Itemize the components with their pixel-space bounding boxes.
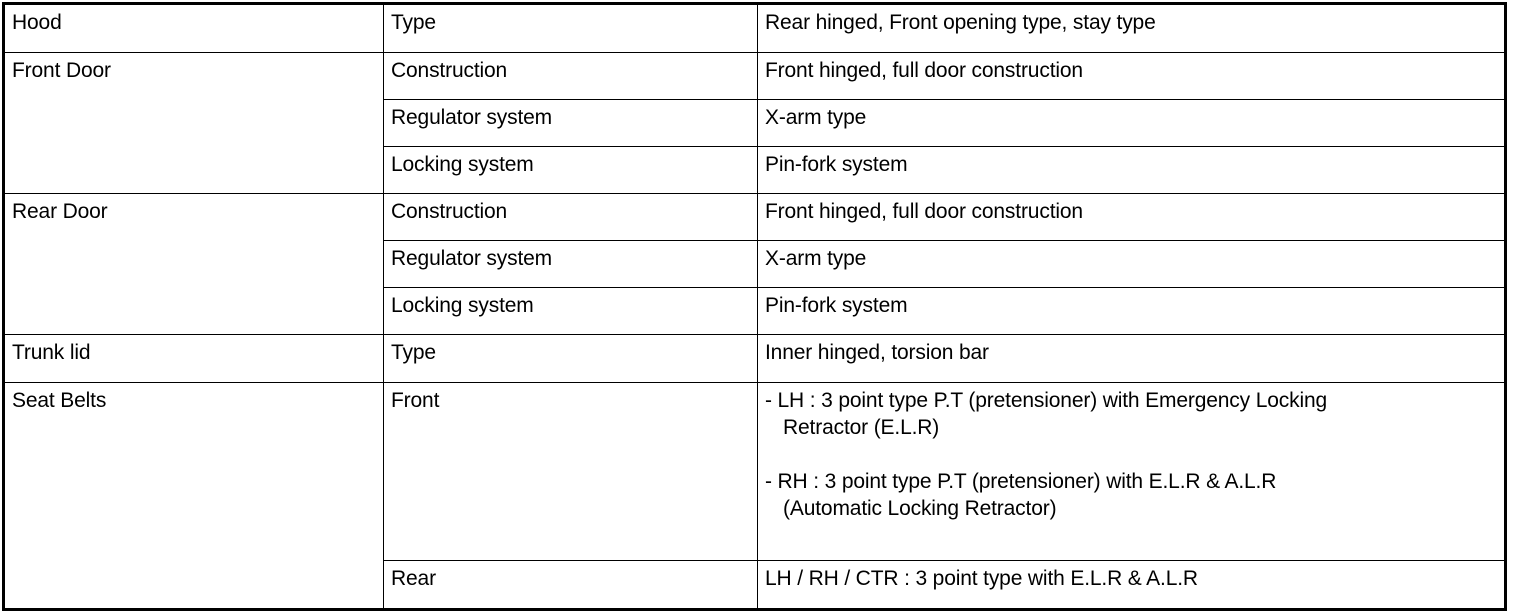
seat-belt-paragraph-spacer [765, 442, 1504, 468]
table-row: Seat Belts Front - LH : 3 point type P.T… [3, 382, 1506, 610]
group-cell-front-door: Front Door [3, 52, 384, 194]
item-cell-rear-door-construction: Construction [383, 193, 758, 241]
item-cell-seat-belts-front: Front [383, 382, 758, 561]
item-cell-front-door-construction: Construction [383, 52, 758, 100]
group-cell-hood: Hood [3, 3, 384, 53]
table-row: Rear Door Construction Front hinged, ful… [3, 193, 1506, 335]
seat-belt-front-details: - LH : 3 point type P.T (pretensioner) w… [765, 387, 1504, 522]
seat-belt-lh-line-1: - LH : 3 point type P.T (pretensioner) w… [765, 389, 1328, 412]
value-cell-rear-door-locking-system: Pin-fork system [757, 287, 1506, 335]
value-cell-front-door-locking-system: Pin-fork system [757, 146, 1506, 194]
value-cell-front-door-regulator-system: X-arm type [757, 99, 1506, 147]
seat-belt-lh-line-2: Retractor (E.L.R) [783, 416, 940, 440]
item-cell-trunk-lid-type: Type [383, 334, 758, 383]
item-cell-rear-door-locking-system: Locking system [383, 287, 758, 335]
table-row: Regulator system X-arm type [4, 240, 1506, 288]
group-cell-seat-belts: Seat Belts [3, 382, 384, 610]
table-row: Trunk lid Type Inner hinged, torsion bar [3, 334, 1506, 383]
table-row: Regulator system X-arm type [4, 99, 1506, 147]
table-row: Locking system Pin-fork system [4, 146, 1506, 194]
seat-belt-rh-line-1: - RH : 3 point type P.T (pretensioner) w… [765, 469, 1277, 493]
value-cell-seat-belts-rear: LH / RH / CTR : 3 point type with E.L.R … [757, 560, 1506, 610]
table-row: Hood Type Rear hinged, Front opening typ… [3, 3, 1506, 53]
group-cell-rear-door: Rear Door [3, 193, 384, 335]
item-cell-seat-belts-rear: Rear [383, 560, 758, 610]
value-cell-rear-door-regulator-system: X-arm type [757, 240, 1506, 288]
item-cell-rear-door-regulator-system: Regulator system [383, 240, 758, 288]
value-cell-trunk-lid-type: Inner hinged, torsion bar [757, 334, 1506, 383]
value-cell-seat-belts-front: - LH : 3 point type P.T (pretensioner) w… [757, 382, 1506, 561]
table-row: Locking system Pin-fork system [4, 287, 1506, 335]
seat-belt-rh-line-2: (Automatic Locking Retractor) [783, 496, 1057, 520]
value-cell-hood-type: Rear hinged, Front opening type, stay ty… [757, 3, 1506, 53]
table-row: Front Door Construction Front hinged, fu… [3, 52, 1506, 194]
value-cell-front-door-construction: Front hinged, full door construction [757, 52, 1506, 100]
table-body: Hood Type Rear hinged, Front opening typ… [3, 3, 1506, 610]
item-cell-front-door-locking-system: Locking system [383, 146, 758, 194]
item-cell-hood-type: Type [383, 3, 758, 53]
group-cell-trunk-lid: Trunk lid [3, 334, 384, 383]
item-cell-front-door-regulator-system: Regulator system [383, 99, 758, 147]
value-cell-rear-door-construction: Front hinged, full door construction [757, 193, 1506, 241]
